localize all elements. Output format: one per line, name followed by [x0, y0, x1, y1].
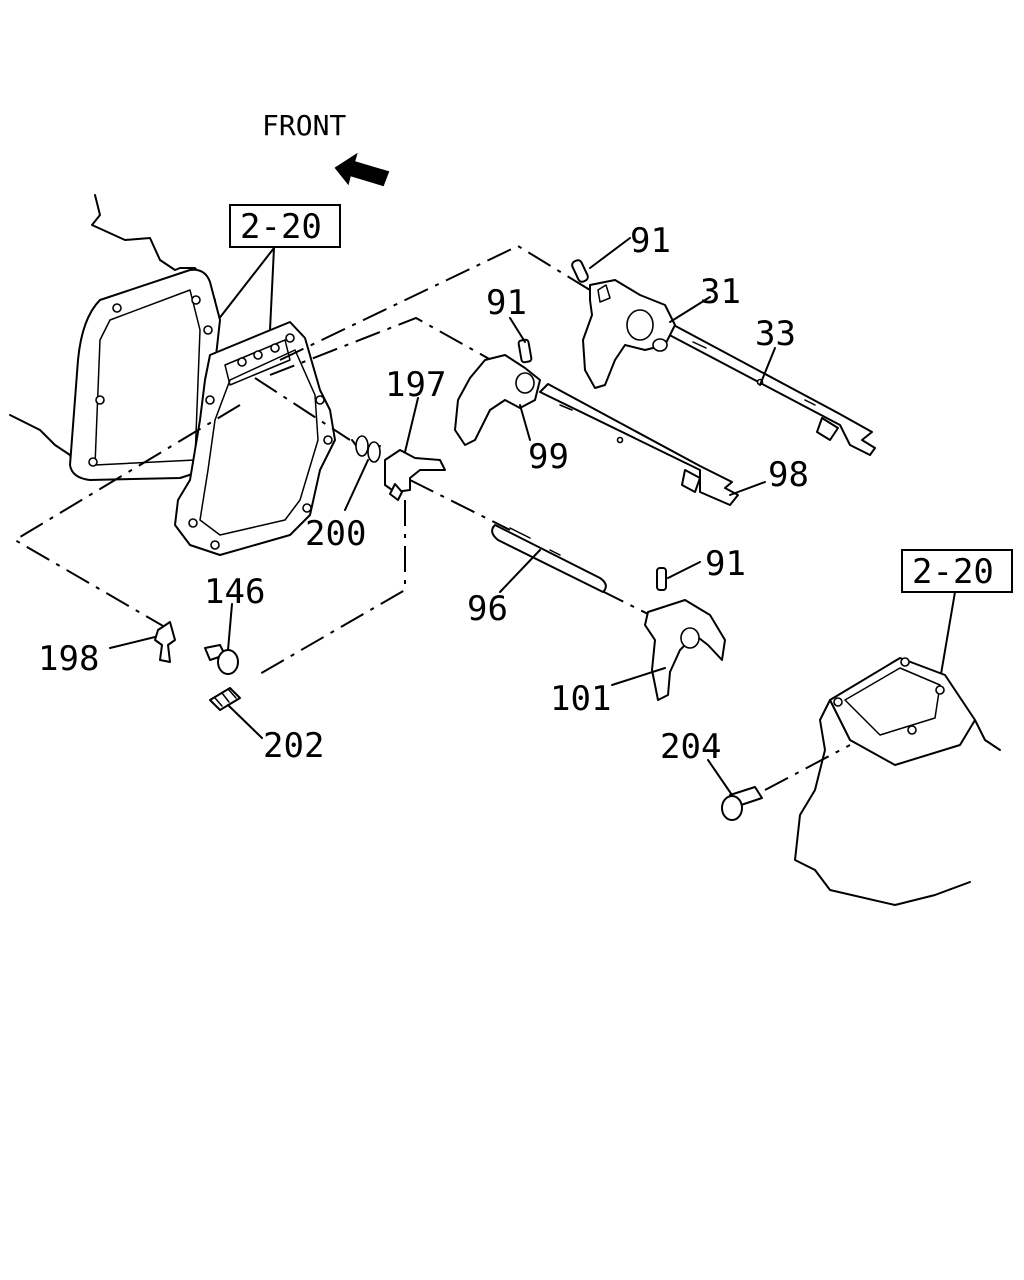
- reference-leader-left: [217, 247, 275, 331]
- part-label-202: 202: [263, 726, 324, 766]
- leader-101: [611, 667, 666, 686]
- front-label: FRONT: [262, 109, 346, 142]
- transmission-housing-left: [9, 194, 221, 481]
- shift-rod-98: [539, 383, 739, 506]
- spring-pin-91-top: [571, 259, 589, 283]
- reference-leader-right: [939, 591, 956, 681]
- spring-200: [351, 435, 381, 463]
- part-label-33: 33: [755, 314, 796, 354]
- leader-91-lower: [667, 561, 701, 579]
- assembly-line-204: [764, 744, 851, 791]
- shift-fork-31: [582, 279, 676, 389]
- leader-146: [227, 603, 233, 651]
- part-label-91: 91: [486, 283, 527, 323]
- assembly-line-200: [254, 377, 351, 441]
- leader-200: [344, 459, 369, 511]
- shift-fork-99: [454, 354, 541, 446]
- bolt-204: [721, 786, 763, 821]
- reference-label-right: 2-20: [912, 552, 994, 592]
- cover-plate: [174, 321, 336, 556]
- reference-label-left: 2-20: [240, 207, 322, 247]
- clip-198: [154, 621, 176, 663]
- shift-rod-33: [659, 321, 876, 456]
- shift-rod-96: [491, 524, 607, 593]
- assembly-line-198: [13, 404, 241, 631]
- transmission-housing-right: [794, 657, 1001, 906]
- part-label-91: 91: [705, 544, 746, 584]
- leader-198: [109, 636, 156, 649]
- part-label-204: 204: [660, 727, 721, 767]
- front-arrow-icon: [334, 152, 390, 187]
- part-label-101: 101: [550, 679, 611, 719]
- shift-fork-101: [644, 599, 726, 701]
- leader-91-top: [589, 237, 631, 269]
- bolt-146: [204, 644, 239, 675]
- leader-96: [499, 549, 541, 593]
- part-label-146: 146: [204, 572, 265, 612]
- part-label-99: 99: [528, 437, 569, 477]
- leader-197: [404, 397, 419, 453]
- reference-box-right: [901, 549, 1013, 593]
- reference-box-left: [229, 204, 341, 248]
- assembly-line-33: [279, 244, 591, 361]
- leader-33: [759, 347, 776, 386]
- leader-31: [669, 296, 711, 323]
- plug-202: [209, 687, 241, 711]
- part-label-31: 31: [700, 272, 741, 312]
- part-197-bracket: [384, 449, 446, 501]
- part-label-96: 96: [467, 589, 508, 629]
- part-label-98: 98: [768, 455, 809, 495]
- leader-91-middle: [509, 317, 526, 343]
- leader-99: [519, 404, 531, 441]
- assembly-line-96: [409, 479, 511, 531]
- leader-202: [227, 704, 263, 739]
- leader-98: [729, 481, 766, 496]
- assembly-line-98: [269, 316, 501, 376]
- leader-204: [707, 759, 733, 796]
- spring-pin-91-lower: [656, 567, 667, 591]
- part-label-91: 91: [630, 221, 671, 261]
- part-label-197: 197: [385, 365, 446, 405]
- assembly-line-202: [257, 500, 406, 676]
- part-label-200: 200: [305, 514, 366, 554]
- part-label-198: 198: [38, 639, 99, 679]
